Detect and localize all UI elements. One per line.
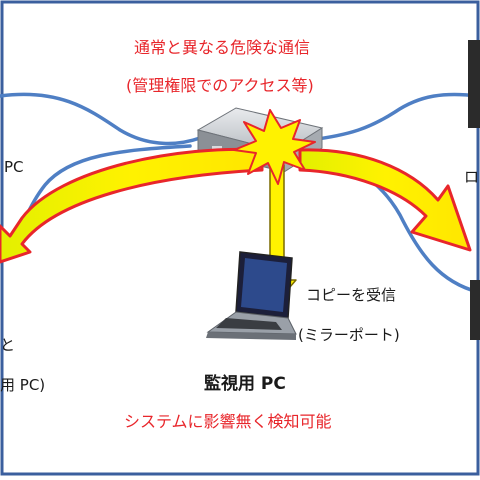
alert-subtitle: (管理権限でのアクセス等) — [126, 76, 314, 95]
monitor-pc-title: 監視用 PC — [204, 374, 286, 394]
alert-title: 通常と異なる危険な通信 — [134, 38, 311, 57]
left-partial-char: と — [0, 336, 16, 354]
laptop-icon — [206, 251, 297, 340]
arrow-to-right — [298, 148, 472, 252]
alert-burst-icon — [233, 109, 316, 185]
right-server-bottom — [470, 280, 480, 340]
alert-arrows — [0, 147, 472, 303]
arrow-to-left — [0, 147, 264, 264]
monitor-caption: システムに影響無く検知可能 — [124, 412, 332, 431]
copy-received-label: コピーを受信 — [306, 286, 397, 304]
left-bottom-label: 用 PC) — [0, 376, 46, 394]
left-pc-label: PC — [4, 158, 24, 176]
mirror-port-label: (ミラーポート) — [298, 326, 400, 344]
right-partial-char: ロ — [464, 168, 480, 186]
link-right-upper — [308, 92, 480, 142]
right-server-top — [468, 40, 480, 128]
link-left-upper — [0, 92, 202, 146]
